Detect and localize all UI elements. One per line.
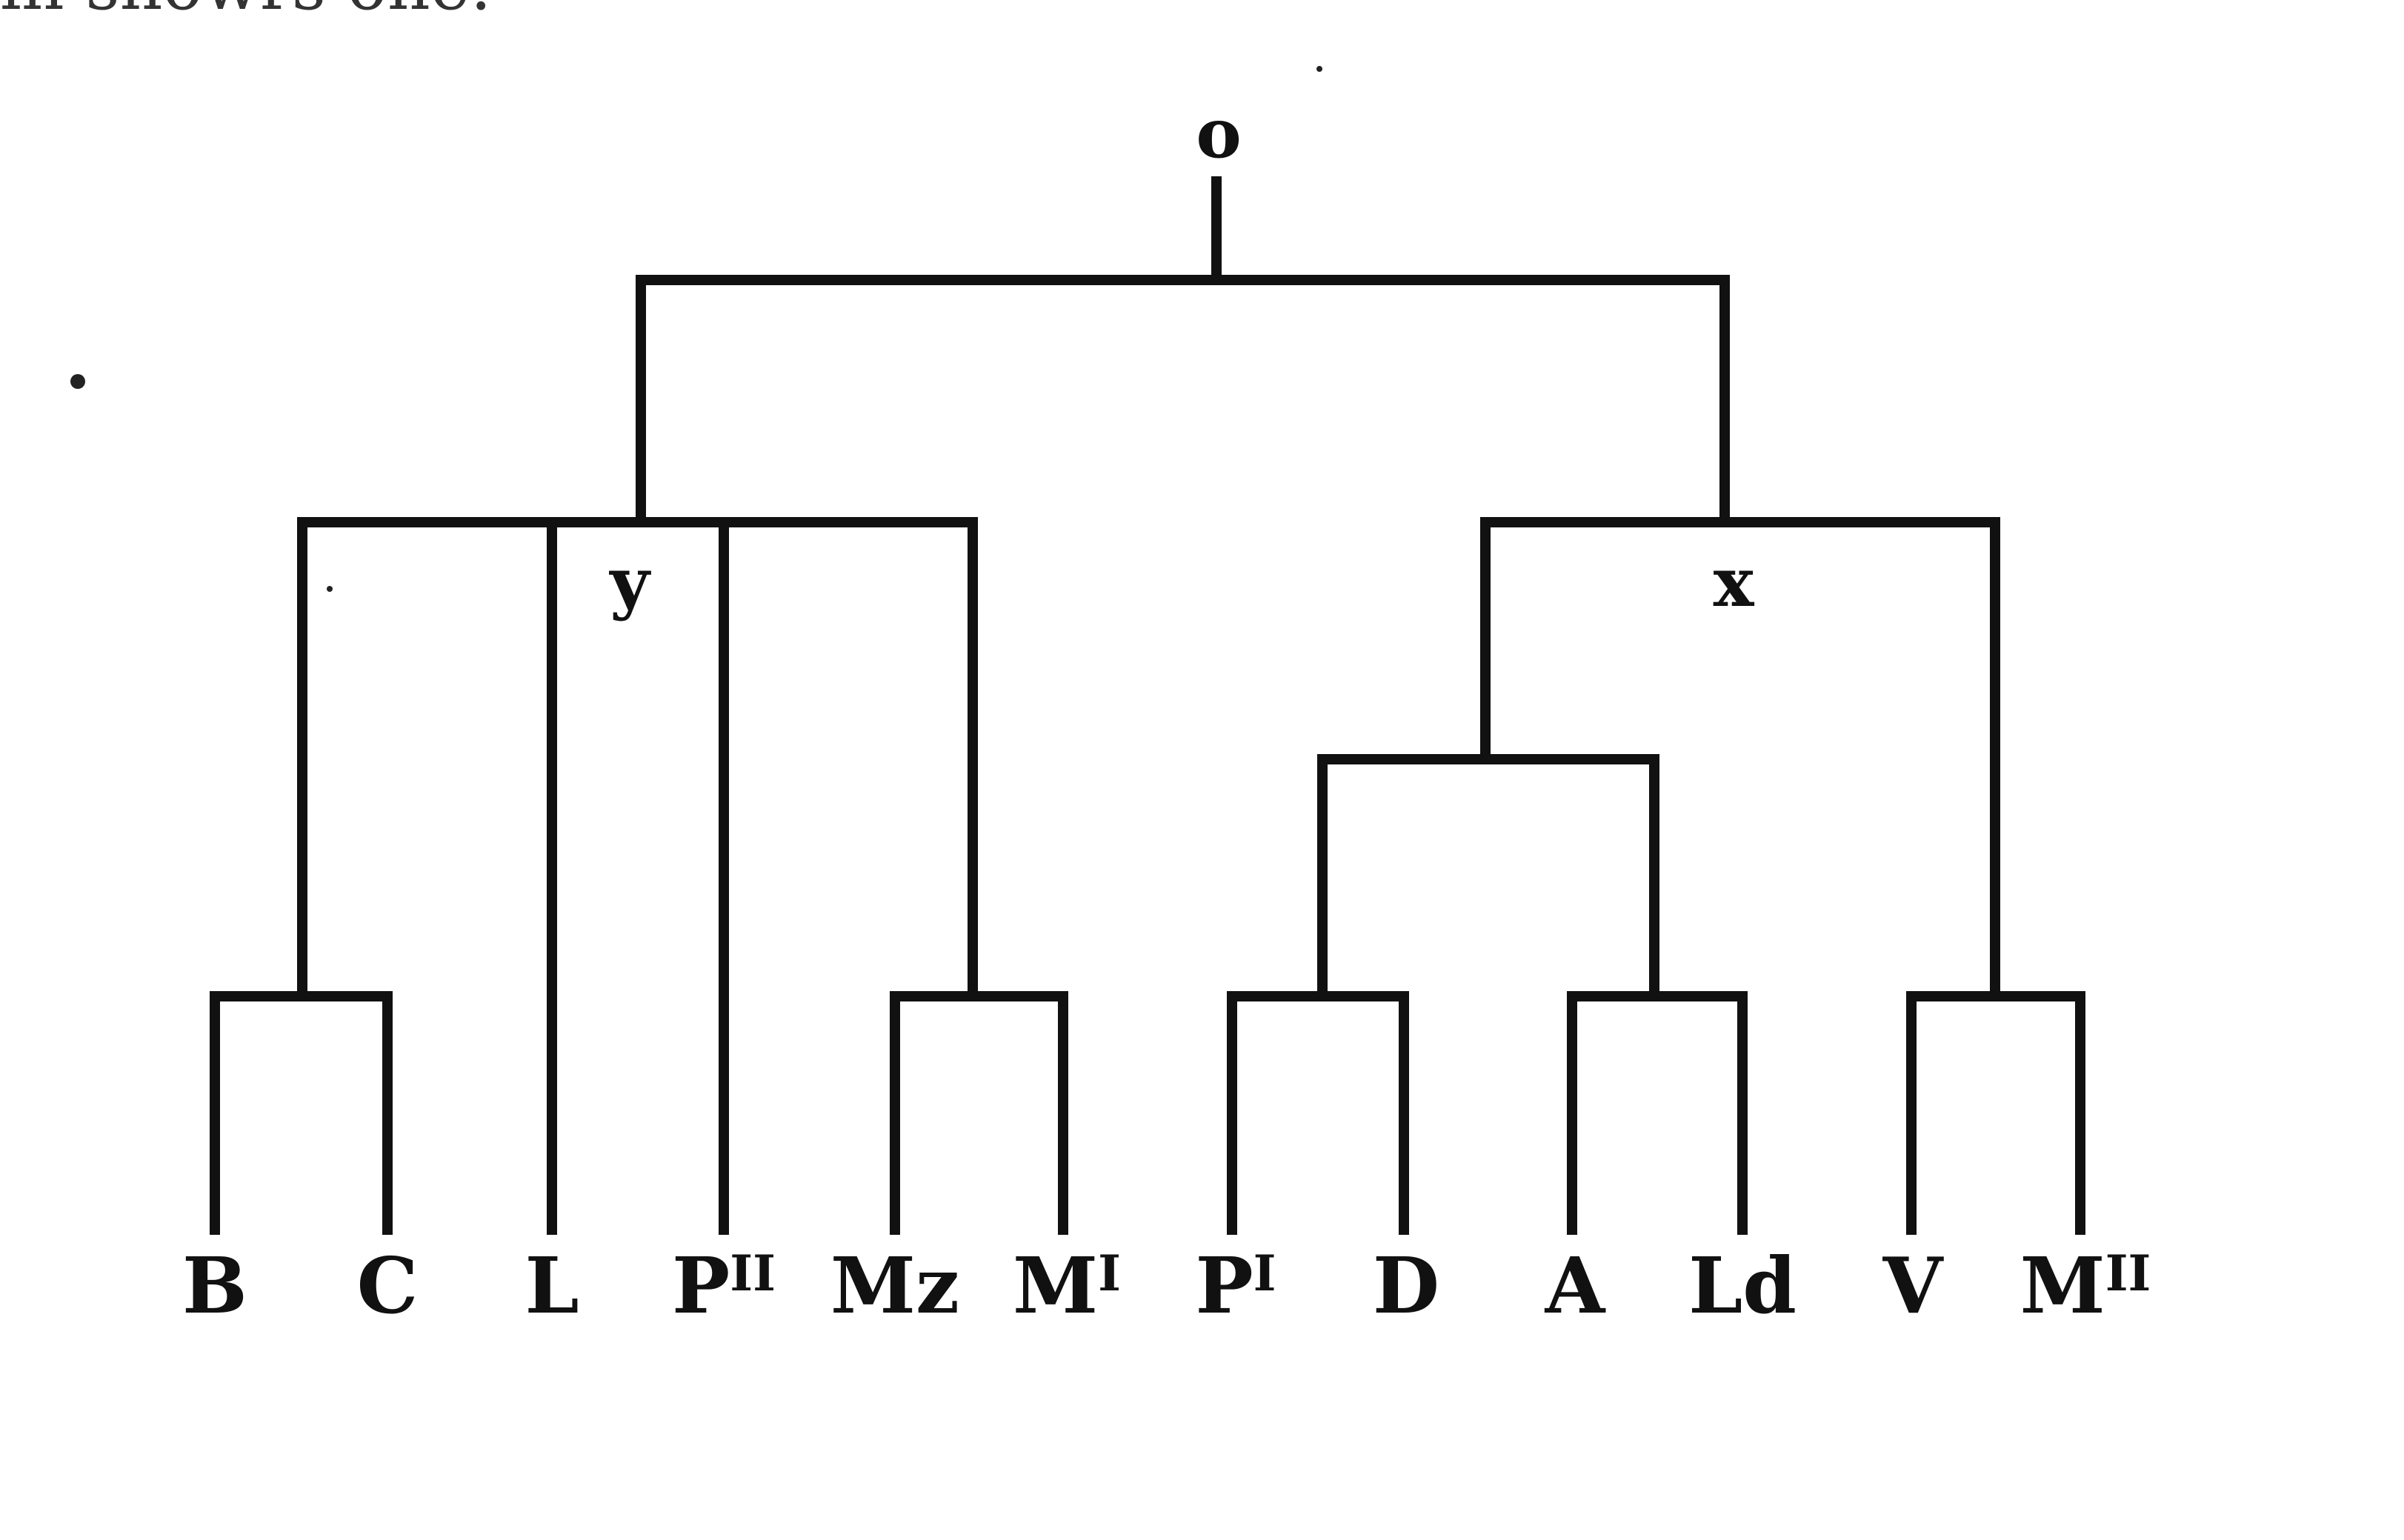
leaf-label-d: D (1373, 1240, 1439, 1331)
leaf-label-b: B (182, 1240, 247, 1331)
leaf-label-v: V (1882, 1240, 1945, 1331)
node-label-o: o (1196, 93, 1241, 173)
leaf-label-mii: MII (2020, 1240, 2151, 1331)
node-label-y: y (608, 542, 651, 622)
leaf-label-ld: Ld (1688, 1240, 1797, 1331)
speck (327, 586, 333, 592)
leaf-label-a: A (1545, 1240, 1606, 1331)
leaf-label-pi: PI (1195, 1240, 1276, 1331)
leaf-label-pii: PII (672, 1240, 776, 1331)
leaf-label-mz: Mz (830, 1240, 959, 1331)
leaf-label-c: C (357, 1240, 419, 1331)
node-label-x: x (1714, 542, 1755, 622)
speck (1316, 66, 1322, 72)
speck (70, 374, 85, 389)
leaf-label-mi: MI (1013, 1240, 1121, 1331)
leaf-label-l: L (525, 1240, 579, 1331)
top-text-fragment: in showrs one: (0, 0, 492, 25)
